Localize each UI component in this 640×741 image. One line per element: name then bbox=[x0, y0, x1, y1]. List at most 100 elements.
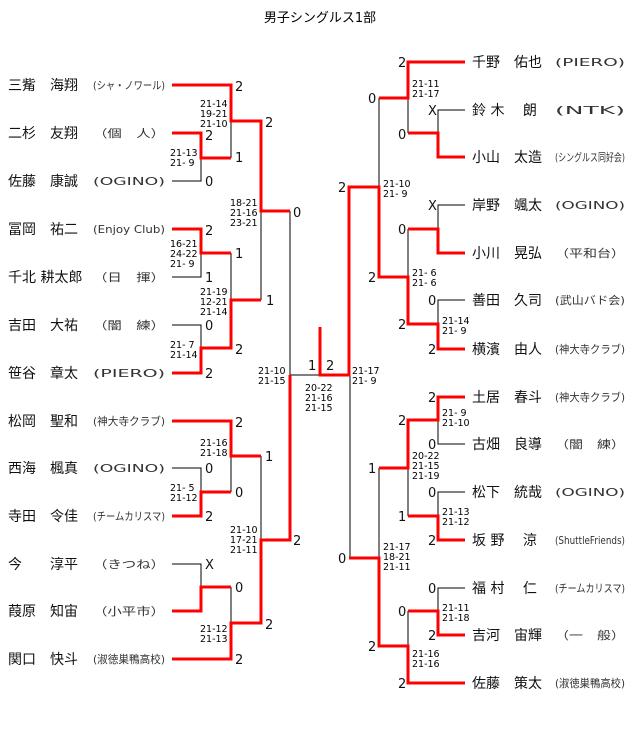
player-name: 寺田 令佳 bbox=[8, 509, 78, 525]
match-result: 2 bbox=[235, 343, 243, 358]
player-club: (武山バド会) bbox=[555, 294, 625, 307]
player-name: 千北 耕太郎 bbox=[8, 269, 82, 286]
match-result: 2 bbox=[428, 629, 436, 644]
match-result: 2 bbox=[338, 181, 346, 196]
game-score: 18-21 bbox=[383, 552, 411, 563]
game-score: 16-21 bbox=[170, 239, 198, 250]
match-result: 2 bbox=[368, 271, 376, 286]
game-score: 21- 6 bbox=[412, 278, 437, 289]
game-score: 21-12 bbox=[170, 493, 198, 504]
match-result: X bbox=[428, 104, 437, 119]
match-result: 0 bbox=[398, 605, 406, 620]
match-result: 1 bbox=[265, 450, 273, 465]
player-name: 福 村 仁 bbox=[472, 581, 537, 597]
match-result: 2 bbox=[293, 534, 301, 549]
match-result: 1 bbox=[308, 359, 316, 374]
player-name: 吉田 大祐 bbox=[8, 318, 78, 334]
match-result: 2 bbox=[428, 343, 436, 358]
player-name: 今 淳平 bbox=[8, 556, 78, 573]
player-name: 善田 久司 bbox=[472, 293, 542, 309]
player-club: （闇 練） bbox=[555, 437, 625, 451]
game-score: 23-21 bbox=[230, 218, 258, 229]
game-score: 21-10 bbox=[200, 119, 228, 130]
match-result: 0 bbox=[398, 223, 406, 238]
left-player-list: 三觜 海翔(シャ・ノワール)二杉 友翔（個 人）佐藤 康誠(OGINO)冨岡 祐… bbox=[8, 78, 165, 668]
match-result: 1 bbox=[266, 294, 274, 309]
match-result: 2 bbox=[428, 534, 436, 549]
game-score: 21- 6 bbox=[412, 268, 437, 279]
match-result: 2 bbox=[398, 677, 406, 692]
player-club: (シャ・ノワール) bbox=[93, 79, 165, 92]
player-name: 葭原 知宙 bbox=[8, 603, 78, 620]
player-club: （闇 練） bbox=[93, 318, 165, 332]
match-result: 0 bbox=[205, 319, 213, 334]
match-result: 0 bbox=[428, 438, 436, 453]
player-club: （個 人） bbox=[93, 127, 165, 140]
game-score: 21-15 bbox=[258, 376, 286, 387]
player-name: 横濱 由人 bbox=[472, 342, 542, 358]
game-score: 21-12 bbox=[200, 624, 228, 635]
match-result: 1 bbox=[398, 510, 406, 525]
game-score: 21-18 bbox=[442, 613, 470, 624]
player-name: 鈴 木 朗 bbox=[472, 103, 537, 119]
game-score: 21-11 bbox=[442, 603, 470, 614]
game-score: 21-16 bbox=[412, 649, 440, 660]
game-score: 24-22 bbox=[170, 249, 198, 260]
game-score: 21-17 bbox=[352, 366, 380, 377]
player-name: 冨岡 祐二 bbox=[8, 222, 78, 238]
game-score: 21- 9 bbox=[383, 189, 408, 200]
player-club: (チームカリスマ) bbox=[93, 510, 165, 523]
player-club: (PIERO) bbox=[555, 56, 625, 69]
match-result: 2 bbox=[235, 653, 243, 668]
player-name: 三觜 海翔 bbox=[8, 78, 78, 94]
game-score: 21- 9 bbox=[352, 376, 377, 387]
player-club: (神大寺クラブ) bbox=[555, 390, 625, 404]
game-score: 21-14 bbox=[170, 350, 198, 361]
game-score: 21-17 bbox=[383, 542, 411, 553]
player-name: 松岡 聖和 bbox=[8, 414, 78, 430]
game-score: 21-13 bbox=[200, 634, 228, 645]
player-name: 松下 統哉 bbox=[472, 485, 542, 501]
game-score: 21-10 bbox=[230, 525, 258, 536]
match-result: 2 bbox=[368, 640, 376, 655]
game-score: 21-18 bbox=[200, 448, 228, 459]
match-result: 1 bbox=[368, 462, 376, 477]
page-title: 男子シングルス1部 bbox=[264, 11, 376, 26]
match-result: 2 bbox=[205, 510, 213, 525]
player-name: 小山 太造 bbox=[472, 150, 542, 166]
player-name: 土居 春斗 bbox=[472, 390, 542, 406]
game-score: 21-11 bbox=[383, 562, 411, 573]
match-result: 2 bbox=[205, 224, 213, 239]
match-result: 2 bbox=[265, 618, 273, 633]
match-result: 2 bbox=[205, 367, 213, 382]
player-club: （きつね） bbox=[93, 558, 165, 571]
player-name: 古畑 良導 bbox=[472, 437, 542, 453]
player-name: 吉河 宙輝 bbox=[472, 628, 542, 644]
match-result: 0 bbox=[428, 486, 436, 501]
game-score: 21-12 bbox=[442, 517, 470, 528]
game-score: 21-15 bbox=[305, 403, 333, 414]
player-name: 西海 楓真 bbox=[8, 461, 78, 477]
match-result: 2 bbox=[398, 318, 406, 333]
player-name: 笹谷 章太 bbox=[8, 365, 78, 382]
game-score: 20-22 bbox=[305, 383, 333, 394]
game-score: 19-21 bbox=[200, 109, 228, 120]
match-result: 2 bbox=[235, 80, 243, 95]
match-result: 0 bbox=[235, 486, 243, 501]
game-score: 21-17 bbox=[412, 89, 440, 100]
game-score: 21-15 bbox=[412, 461, 440, 472]
match-result: 0 bbox=[235, 581, 243, 596]
match-result: 0 bbox=[428, 582, 436, 597]
game-score: 21-10 bbox=[442, 418, 470, 429]
player-name: 坂 野 涼 bbox=[472, 533, 537, 549]
player-club: (Enjoy Club) bbox=[93, 223, 165, 236]
match-result: X bbox=[205, 558, 214, 573]
game-score: 21-14 bbox=[442, 316, 470, 327]
match-result: 2 bbox=[428, 391, 436, 406]
game-score: 20-22 bbox=[412, 451, 440, 462]
match-result: 0 bbox=[205, 462, 213, 477]
match-result: 1 bbox=[205, 271, 213, 286]
player-club: （一 般） bbox=[555, 629, 625, 642]
